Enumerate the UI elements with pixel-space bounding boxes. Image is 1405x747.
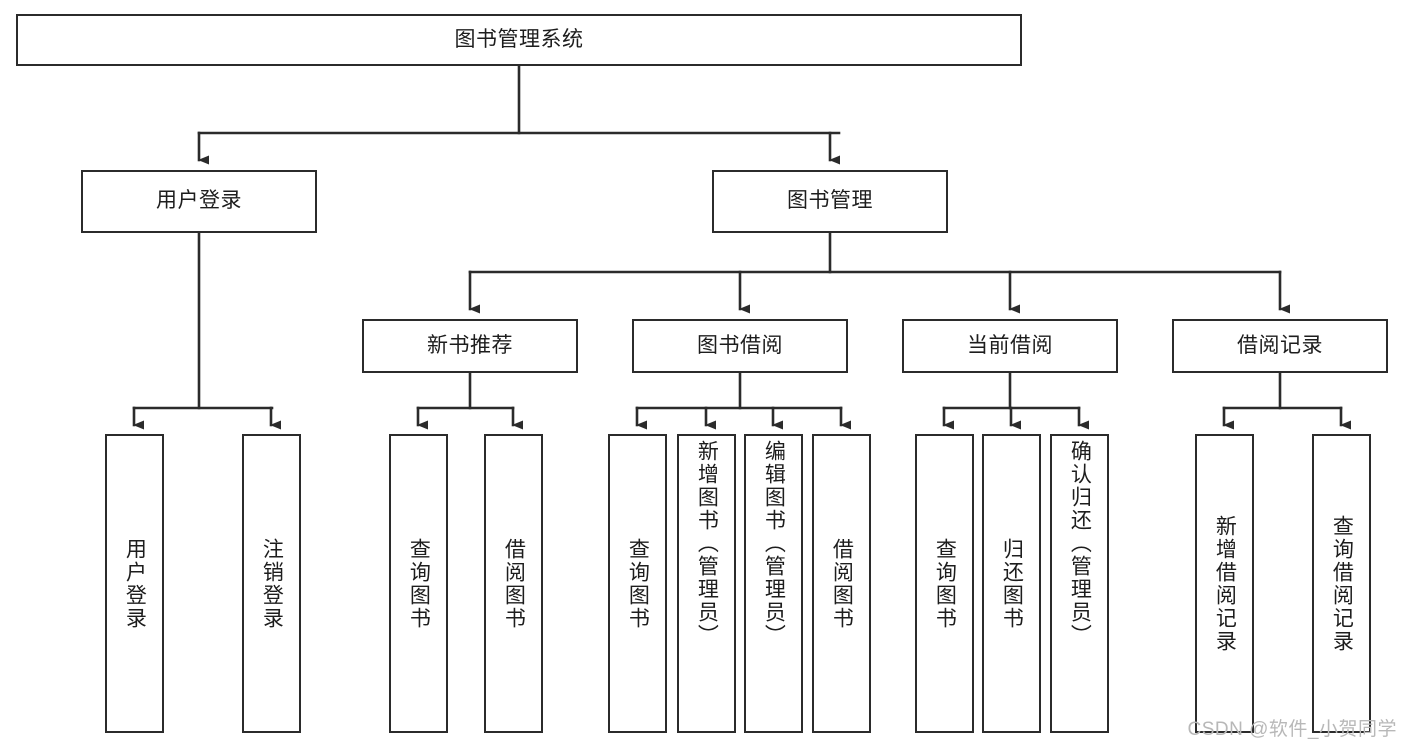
node-root-system[interactable]: 图书管理系统 xyxy=(16,14,1022,66)
node-leaf-confirm-return-admin[interactable]: 确认归还（管理员） xyxy=(1050,434,1109,733)
node-leaf-logout-label: 注销登录 xyxy=(260,537,284,630)
node-leaf-query-book-newbook-label: 查询图书 xyxy=(407,537,431,630)
node-submodule-borrow-records-label: 借阅记录 xyxy=(1237,333,1323,357)
node-leaf-borrow-book-borrow[interactable]: 借阅图书 xyxy=(812,434,871,733)
node-submodule-current-borrow[interactable]: 当前借阅 xyxy=(902,319,1118,373)
node-leaf-add-book-admin[interactable]: 新增图书（管理员） xyxy=(677,434,736,733)
node-submodule-new-book-recommend[interactable]: 新书推荐 xyxy=(362,319,578,373)
node-leaf-borrow-book-borrow-label: 借阅图书 xyxy=(830,537,854,630)
node-leaf-add-book-admin-label: 新增图书（管理员） xyxy=(695,440,719,647)
node-module-user-login-label: 用户登录 xyxy=(156,189,242,213)
node-submodule-current-borrow-label: 当前借阅 xyxy=(967,333,1053,357)
node-leaf-add-borrow-record-label: 新增借阅记录 xyxy=(1213,514,1237,653)
node-leaf-return-book-label: 归还图书 xyxy=(1000,537,1024,630)
node-leaf-add-borrow-record[interactable]: 新增借阅记录 xyxy=(1195,434,1254,733)
node-leaf-user-login[interactable]: 用户登录 xyxy=(105,434,164,733)
node-root-label: 图书管理系统 xyxy=(454,27,584,51)
node-leaf-borrow-book-newbook-label: 借阅图书 xyxy=(502,537,526,630)
node-leaf-query-book-current-label: 查询图书 xyxy=(933,537,957,630)
node-leaf-user-login-label: 用户登录 xyxy=(123,537,147,630)
node-leaf-borrow-book-newbook[interactable]: 借阅图书 xyxy=(484,434,543,733)
node-module-book-management-label: 图书管理 xyxy=(787,189,873,213)
node-leaf-return-book[interactable]: 归还图书 xyxy=(982,434,1041,733)
node-leaf-query-book-borrow-label: 查询图书 xyxy=(626,537,650,630)
node-submodule-book-borrow[interactable]: 图书借阅 xyxy=(632,319,848,373)
node-leaf-query-borrow-record[interactable]: 查询借阅记录 xyxy=(1312,434,1371,733)
node-leaf-query-book-current[interactable]: 查询图书 xyxy=(915,434,974,733)
node-leaf-query-borrow-record-label: 查询借阅记录 xyxy=(1330,514,1354,653)
node-leaf-confirm-return-admin-label: 确认归还（管理员） xyxy=(1068,440,1092,647)
node-leaf-query-book-borrow[interactable]: 查询图书 xyxy=(608,434,667,733)
node-module-user-login[interactable]: 用户登录 xyxy=(81,170,317,233)
node-leaf-query-book-newbook[interactable]: 查询图书 xyxy=(389,434,448,733)
node-submodule-new-book-recommend-label: 新书推荐 xyxy=(427,333,513,357)
node-leaf-logout[interactable]: 注销登录 xyxy=(242,434,301,733)
csdn-watermark: CSDN @软件_小贺同学 xyxy=(1187,719,1397,740)
node-submodule-book-borrow-label: 图书借阅 xyxy=(697,333,783,357)
node-leaf-edit-book-admin[interactable]: 编辑图书（管理员） xyxy=(744,434,803,733)
node-submodule-borrow-records[interactable]: 借阅记录 xyxy=(1172,319,1388,373)
node-leaf-edit-book-admin-label: 编辑图书（管理员） xyxy=(762,440,786,647)
node-module-book-management[interactable]: 图书管理 xyxy=(712,170,948,233)
